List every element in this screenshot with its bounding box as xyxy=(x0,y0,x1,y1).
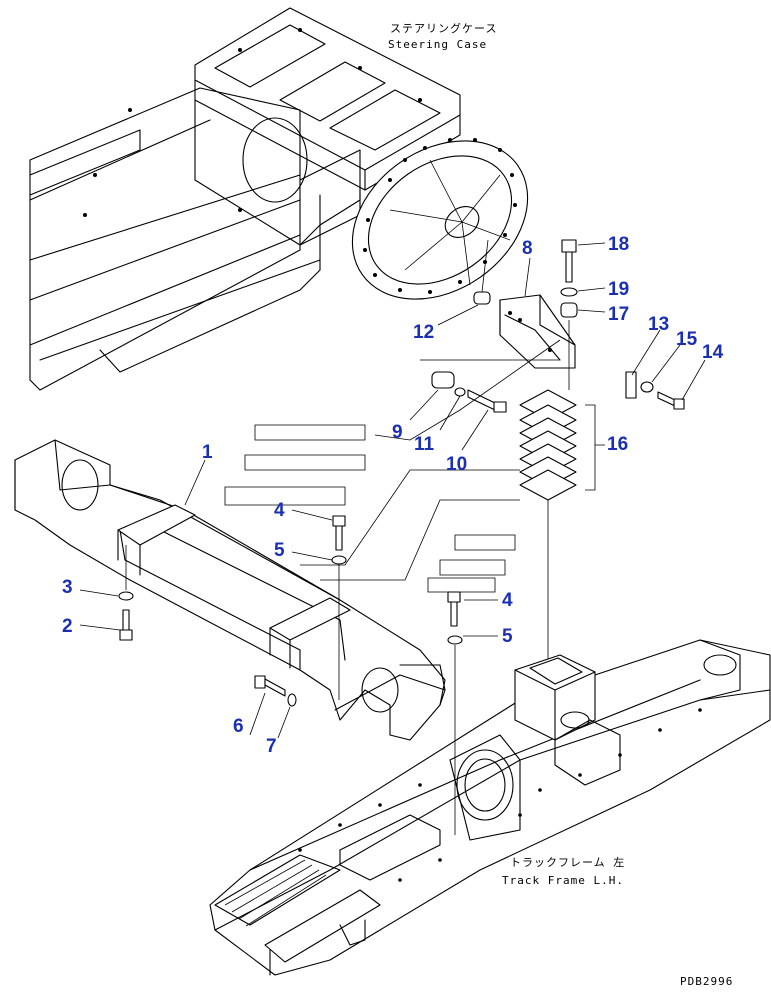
washer-part-7 xyxy=(287,693,297,707)
callout-2: 2 xyxy=(62,616,73,637)
leader-lines xyxy=(79,242,706,739)
mount-bracket xyxy=(499,294,576,369)
bolt-part-6 xyxy=(254,675,286,697)
callout-15: 15 xyxy=(676,329,698,350)
track-frame xyxy=(209,639,771,976)
washer-part-15 xyxy=(640,381,654,393)
callout-11: 11 xyxy=(414,434,435,455)
bolt-part-10 xyxy=(467,389,507,413)
washer-part-5a xyxy=(331,555,347,565)
washer-part-19 xyxy=(560,287,578,297)
collar-part-17 xyxy=(560,302,578,318)
callout-7: 7 xyxy=(266,736,277,757)
collar-part-9 xyxy=(431,371,455,389)
pin-part-12 xyxy=(473,291,491,305)
bolt-part-4a xyxy=(332,515,346,551)
bolt-part-14 xyxy=(657,391,685,410)
drawing-code: PDB2996 xyxy=(680,975,733,988)
washer-part-5b xyxy=(447,635,463,645)
callout-5-lower: 5 xyxy=(502,626,513,647)
callout-6: 6 xyxy=(233,716,244,737)
callout-9: 9 xyxy=(392,422,403,443)
callout-14: 14 xyxy=(702,342,724,363)
callout-12: 12 xyxy=(413,322,434,343)
callout-1: 1 xyxy=(202,442,213,463)
steering-case-caption-jp: ステアリングケース xyxy=(390,21,497,35)
steering-case xyxy=(29,7,529,391)
callout-16: 16 xyxy=(607,434,628,455)
callout-8: 8 xyxy=(522,238,533,259)
equalizer-beam-part-1 xyxy=(14,439,446,741)
callout-13: 13 xyxy=(648,314,669,335)
track-frame-caption-en: Track Frame L.H. xyxy=(502,874,624,887)
ghost-bracket-outlines xyxy=(224,339,561,593)
callout-5-upper: 5 xyxy=(274,540,285,561)
callout-10: 10 xyxy=(446,454,467,475)
callout-3: 3 xyxy=(62,577,73,598)
plate-part-13 xyxy=(625,371,637,399)
callout-19: 19 xyxy=(608,279,629,300)
washer-part-3 xyxy=(118,591,134,601)
alignment-lines xyxy=(125,239,570,835)
track-frame-caption-jp: トラックフレーム 左 xyxy=(510,856,625,869)
bolt-part-4b xyxy=(447,591,461,627)
washer-part-11 xyxy=(454,387,466,397)
callout-17: 17 xyxy=(608,304,629,325)
callout-4-lower: 4 xyxy=(502,590,513,611)
steering-case-caption-en: Steering Case xyxy=(388,38,487,51)
callout-4-upper: 4 xyxy=(274,500,285,521)
shim-stack-part-16 xyxy=(519,389,605,501)
bolt-part-18 xyxy=(561,239,577,283)
callout-18: 18 xyxy=(608,234,629,255)
bolt-part-2 xyxy=(119,609,133,641)
